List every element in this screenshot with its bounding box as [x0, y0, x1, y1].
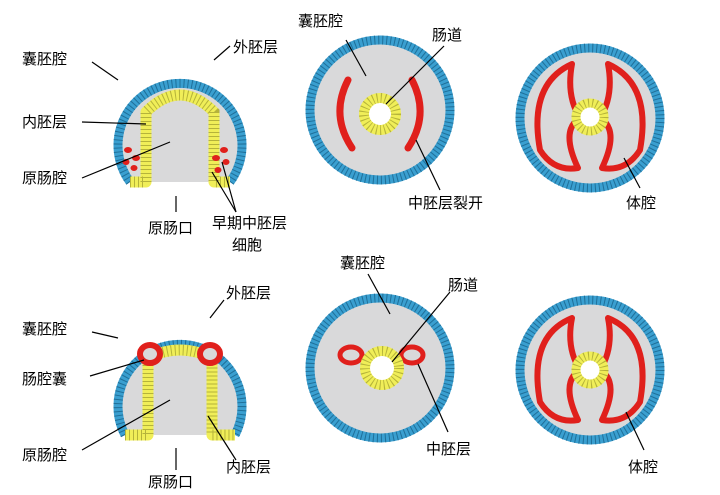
r2-coelom-left — [534, 315, 583, 424]
r2-label-mesoderm: 中胚层 — [426, 440, 471, 458]
r2-gastrula-archenteron — [154, 356, 206, 435]
r2-mesoderm-embryo — [305, 293, 455, 443]
r1-mesoderm-right — [404, 76, 424, 152]
r2-label-gut: 肠道 — [448, 276, 478, 294]
r2-enterocoel-pouch-left — [137, 342, 163, 366]
r1-label-archenteron: 原肠腔 — [22, 169, 67, 187]
r1-gastrula — [113, 78, 247, 188]
r1-label-early-mesoderm-1: 早期中胚层 — [212, 214, 287, 232]
labels: 囊胚腔 外胚层 内胚层 原肠腔 原肠口 早期中胚层 细胞 囊胚腔 肠道 中胚层裂… — [22, 12, 658, 491]
r2-label-blastocoel: 囊胚腔 — [22, 320, 67, 338]
r1-label-blastopore: 原肠口 — [148, 219, 193, 237]
r2-label-ectoderm: 外胚层 — [226, 284, 271, 302]
r2-label-coelom: 体腔 — [628, 458, 658, 476]
r1-label-endoderm: 内胚层 — [22, 113, 67, 131]
r2-coelom-right — [597, 315, 646, 424]
r1-mesoderm-left — [336, 76, 356, 152]
r2-mesoderm-left — [337, 344, 365, 366]
r2-label-enterocoel-pouch: 肠腔囊 — [22, 370, 67, 388]
r1-label-ectoderm: 外胚层 — [233, 38, 278, 56]
r2-label-archenteron: 原肠腔 — [22, 446, 67, 464]
r2-mesoderm-right — [398, 344, 426, 366]
r2-label-blastopore: 原肠口 — [148, 473, 193, 491]
r1-gastrula-ectoderm-detail — [113, 78, 247, 185]
r1-label-coelom: 体腔 — [626, 194, 656, 212]
r2-label-blastocoel-2: 囊胚腔 — [340, 254, 385, 272]
r1-early-mesoderm-cells — [122, 147, 230, 173]
r2-enterocoel-pouch-right — [197, 342, 223, 366]
r1-label-early-mesoderm-2: 细胞 — [232, 236, 262, 254]
r1-coelom-embryo — [515, 43, 665, 193]
r1-label-blastocoel-2: 囊胚腔 — [298, 12, 343, 30]
r2-label-endoderm: 内胚层 — [226, 458, 271, 476]
r1-label-blastocoel: 囊胚腔 — [22, 50, 67, 68]
r2-gastrula — [113, 339, 247, 441]
r1-gastrula-endoderm-detail — [130, 89, 230, 188]
r1-label-gut: 肠道 — [432, 26, 462, 44]
r1-gastrula-archenteron — [152, 101, 208, 182]
r1-label-mesoderm-split: 中胚层裂开 — [408, 194, 483, 212]
leader-lines — [81, 39, 645, 470]
r2-coelom-embryo — [515, 295, 665, 445]
